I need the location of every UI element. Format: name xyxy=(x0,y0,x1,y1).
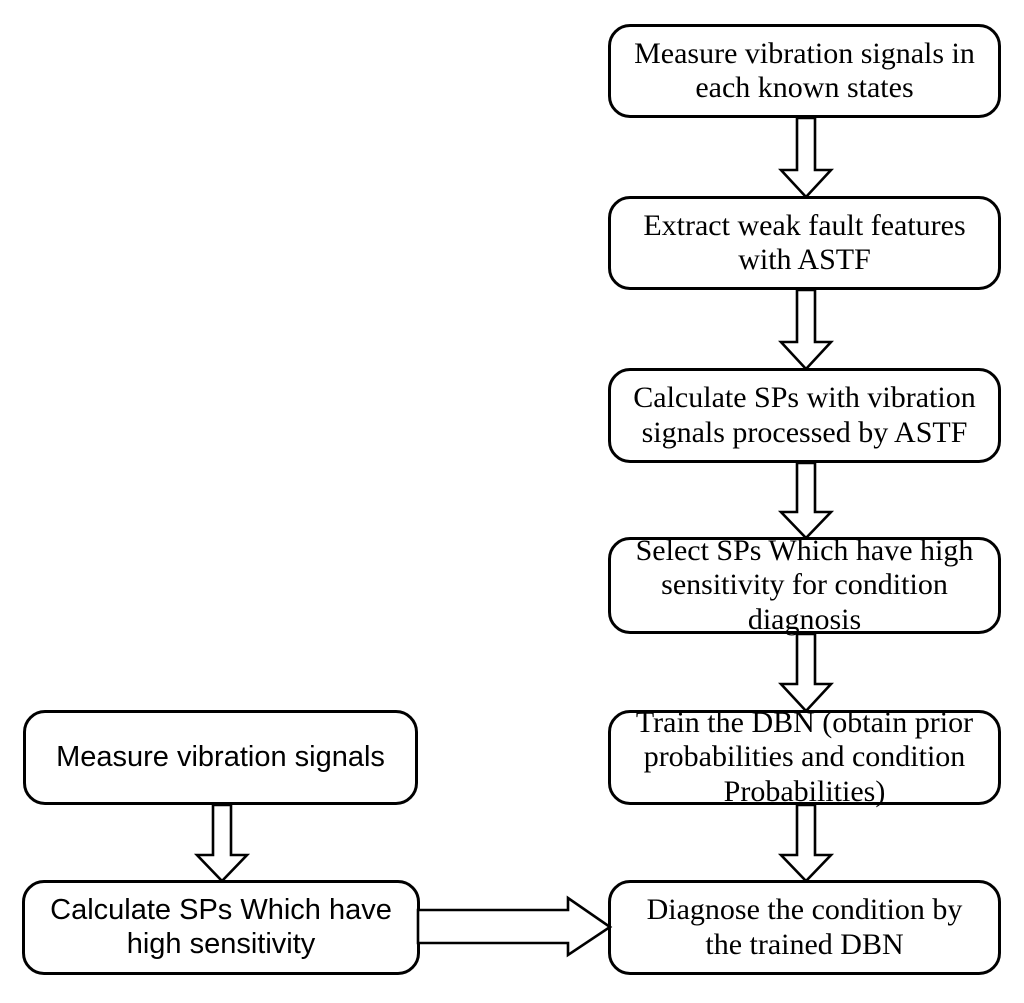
arrow-measure-to-calculate-left xyxy=(193,803,251,883)
arrow-known-to-extract xyxy=(778,116,834,199)
node-measure-vibration-signals[interactable]: Measure vibration signals xyxy=(23,710,418,805)
node-label: Select SPs Which have high sensitivity f… xyxy=(635,534,974,636)
node-calculate-sps[interactable]: Calculate SPs with vibration signals pro… xyxy=(608,368,1001,463)
arrow-calculate-to-select xyxy=(777,461,835,540)
node-extract-weak-features[interactable]: Extract weak fault features with ASTF xyxy=(608,196,1001,290)
node-label: Measure vibration signals xyxy=(56,740,385,773)
node-select-sps[interactable]: Select SPs Which have high sensitivity f… xyxy=(608,534,1001,636)
arrow-train-to-diagnose xyxy=(777,803,835,883)
arrow-extract-to-calculate xyxy=(778,288,834,371)
node-diagnose-condition[interactable]: Diagnose the condition by the trained DB… xyxy=(608,880,1001,975)
arrow-select-to-train xyxy=(778,632,834,713)
node-label: Calculate SPs Which have high sensitivit… xyxy=(50,894,392,960)
arrow-left-to-diagnose xyxy=(416,895,613,958)
node-label: Measure vibration signals in each known … xyxy=(634,36,975,104)
node-label: Extract weak fault features with ASTF xyxy=(643,208,966,276)
node-calculate-sps-sensitivity[interactable]: Calculate SPs Which have high sensitivit… xyxy=(22,880,420,975)
node-train-dbn[interactable]: Train the DBN (obtain prior probabilitie… xyxy=(608,706,1001,808)
node-label: Diagnose the condition by the trained DB… xyxy=(646,893,963,961)
node-measure-known-states[interactable]: Measure vibration signals in each known … xyxy=(608,24,1001,118)
node-label: Train the DBN (obtain prior probabilitie… xyxy=(635,706,974,808)
node-label: Calculate SPs with vibration signals pro… xyxy=(633,381,976,449)
